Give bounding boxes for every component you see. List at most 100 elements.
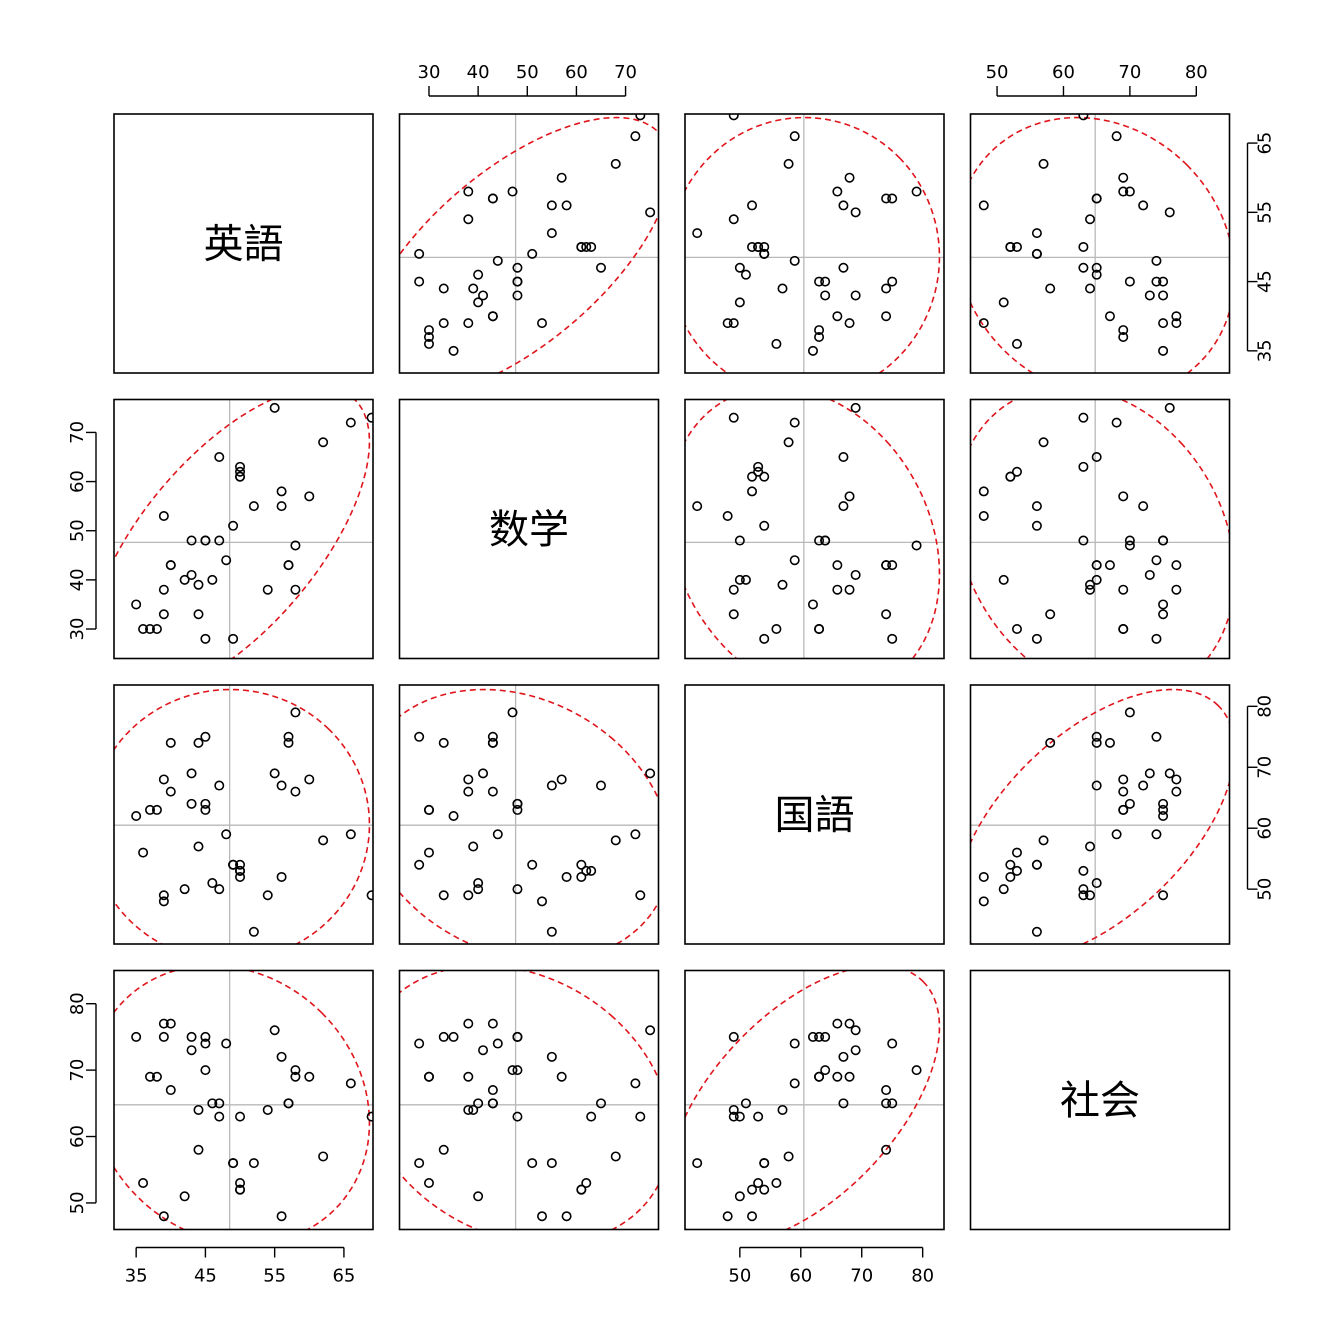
point-0-2-23: [814, 325, 825, 336]
point-2-1-37: [512, 798, 523, 809]
point-2-1-0: [527, 859, 538, 870]
right-tick-label-2-0: 50: [1255, 878, 1276, 901]
point-0-1-7: [423, 338, 434, 349]
point-3-0-10: [165, 1018, 176, 1029]
point-3-0-37: [200, 1065, 211, 1076]
top-tick-label-1-4: 70: [614, 62, 637, 83]
point-2-3-20: [1091, 878, 1102, 889]
point-3-2-36: [728, 1104, 739, 1115]
top-tick-label-3-0: 50: [986, 62, 1009, 83]
point-0-1-39: [576, 241, 587, 252]
point-2-1-19: [463, 786, 474, 797]
panel-frame-2-3: [969, 684, 1231, 945]
point-1-2-15: [728, 609, 739, 620]
point-1-0-9: [186, 569, 197, 580]
point-0-3-29: [1078, 114, 1089, 121]
point-1-3-39: [1005, 471, 1016, 482]
point-3-2-22: [753, 1111, 764, 1122]
point-0-3-9: [1144, 290, 1155, 301]
point-1-3-11: [1031, 501, 1042, 512]
point-0-2-21: [881, 283, 892, 294]
point-0-2-2: [850, 207, 861, 218]
point-3-0-6: [200, 1031, 211, 1042]
point-1-0-25: [165, 560, 176, 571]
point-0-1-17: [473, 297, 484, 308]
point-0-2-8: [783, 158, 794, 169]
point-1-2-6: [814, 535, 825, 546]
point-2-0-28: [200, 731, 211, 742]
point-2-0-21: [193, 737, 204, 748]
ellipse-2-1: [399, 688, 659, 944]
point-2-0-23: [151, 804, 162, 815]
point-2-3-28: [1151, 731, 1162, 742]
point-2-0-32: [186, 798, 197, 809]
point-0-3-20: [1091, 269, 1102, 280]
point-0-2-19: [832, 186, 843, 197]
point-0-1-34: [537, 318, 548, 329]
point-1-2-20: [740, 574, 751, 585]
point-0-2-15: [728, 318, 739, 329]
point-1-2-13: [747, 486, 758, 497]
point-2-0-25: [165, 737, 176, 748]
point-1-0-38: [276, 501, 287, 512]
point-0-3-34: [978, 318, 989, 329]
point-0-3-35: [1111, 131, 1122, 142]
point-2-0-3: [158, 774, 169, 785]
point-2-0-19: [290, 786, 301, 797]
point-1-2-19: [832, 584, 843, 595]
point-2-1-2: [645, 768, 656, 779]
point-0-2-33: [844, 172, 855, 183]
point-0-3-7: [1011, 338, 1022, 349]
point-3-1-22: [586, 1111, 597, 1122]
point-3-1-30: [448, 1031, 459, 1042]
point-3-1-9: [478, 1045, 489, 1056]
point-2-3-19: [1118, 786, 1129, 797]
point-1-3-25: [1104, 560, 1115, 571]
point-0-1-3: [463, 318, 474, 329]
point-3-2-17: [734, 1191, 745, 1202]
point-2-1-6: [512, 804, 523, 815]
point-3-1-32: [512, 1031, 523, 1042]
point-2-1-35: [630, 829, 641, 840]
point-2-3-5: [1005, 859, 1016, 870]
point-1-3-35: [1111, 417, 1122, 428]
point-3-2-31: [881, 1098, 892, 1109]
point-1-3-0: [1031, 520, 1042, 531]
point-3-1-17: [473, 1191, 484, 1202]
point-2-3-13: [978, 871, 989, 882]
point-1-0-35: [345, 417, 356, 428]
bottom-tick-label-2-3: 80: [911, 1266, 934, 1287]
point-0-1-0: [527, 248, 538, 259]
point-3-0-36: [262, 1104, 273, 1115]
point-1-3-15: [1158, 609, 1169, 620]
point-2-1-7: [423, 847, 434, 858]
point-3-1-7: [423, 1178, 434, 1189]
point-1-3-22: [1078, 461, 1089, 472]
point-3-0-25: [165, 1085, 176, 1096]
point-2-0-7: [138, 847, 149, 858]
point-1-3-13: [978, 486, 989, 497]
point-1-0-3: [158, 584, 169, 595]
point-3-1-36: [463, 1104, 474, 1115]
point-0-1-16: [414, 248, 425, 259]
point-2-0-17: [179, 884, 190, 895]
point-2-0-26: [214, 884, 225, 895]
point-3-1-35: [630, 1078, 641, 1089]
point-1-2-8: [783, 437, 794, 448]
point-2-0-1: [221, 829, 232, 840]
point-0-1-24: [581, 241, 592, 252]
panel-frame-0-1: [398, 113, 660, 374]
point-0-3-28: [1151, 276, 1162, 287]
left-tick-label-3-2: 70: [67, 1059, 88, 1082]
point-2-1-33: [556, 774, 567, 785]
point-2-1-28: [414, 731, 425, 742]
point-3-0-23: [151, 1071, 162, 1082]
point-1-0-23: [151, 624, 162, 635]
point-1-2-5: [759, 471, 770, 482]
point-2-1-30: [448, 811, 459, 822]
point-3-0-21: [193, 1144, 204, 1155]
left-tick-label-3-0: 50: [67, 1191, 88, 1214]
point-2-3-23: [1118, 804, 1129, 815]
top-tick-label-1-2: 50: [516, 62, 539, 83]
point-1-2-39: [747, 471, 758, 482]
